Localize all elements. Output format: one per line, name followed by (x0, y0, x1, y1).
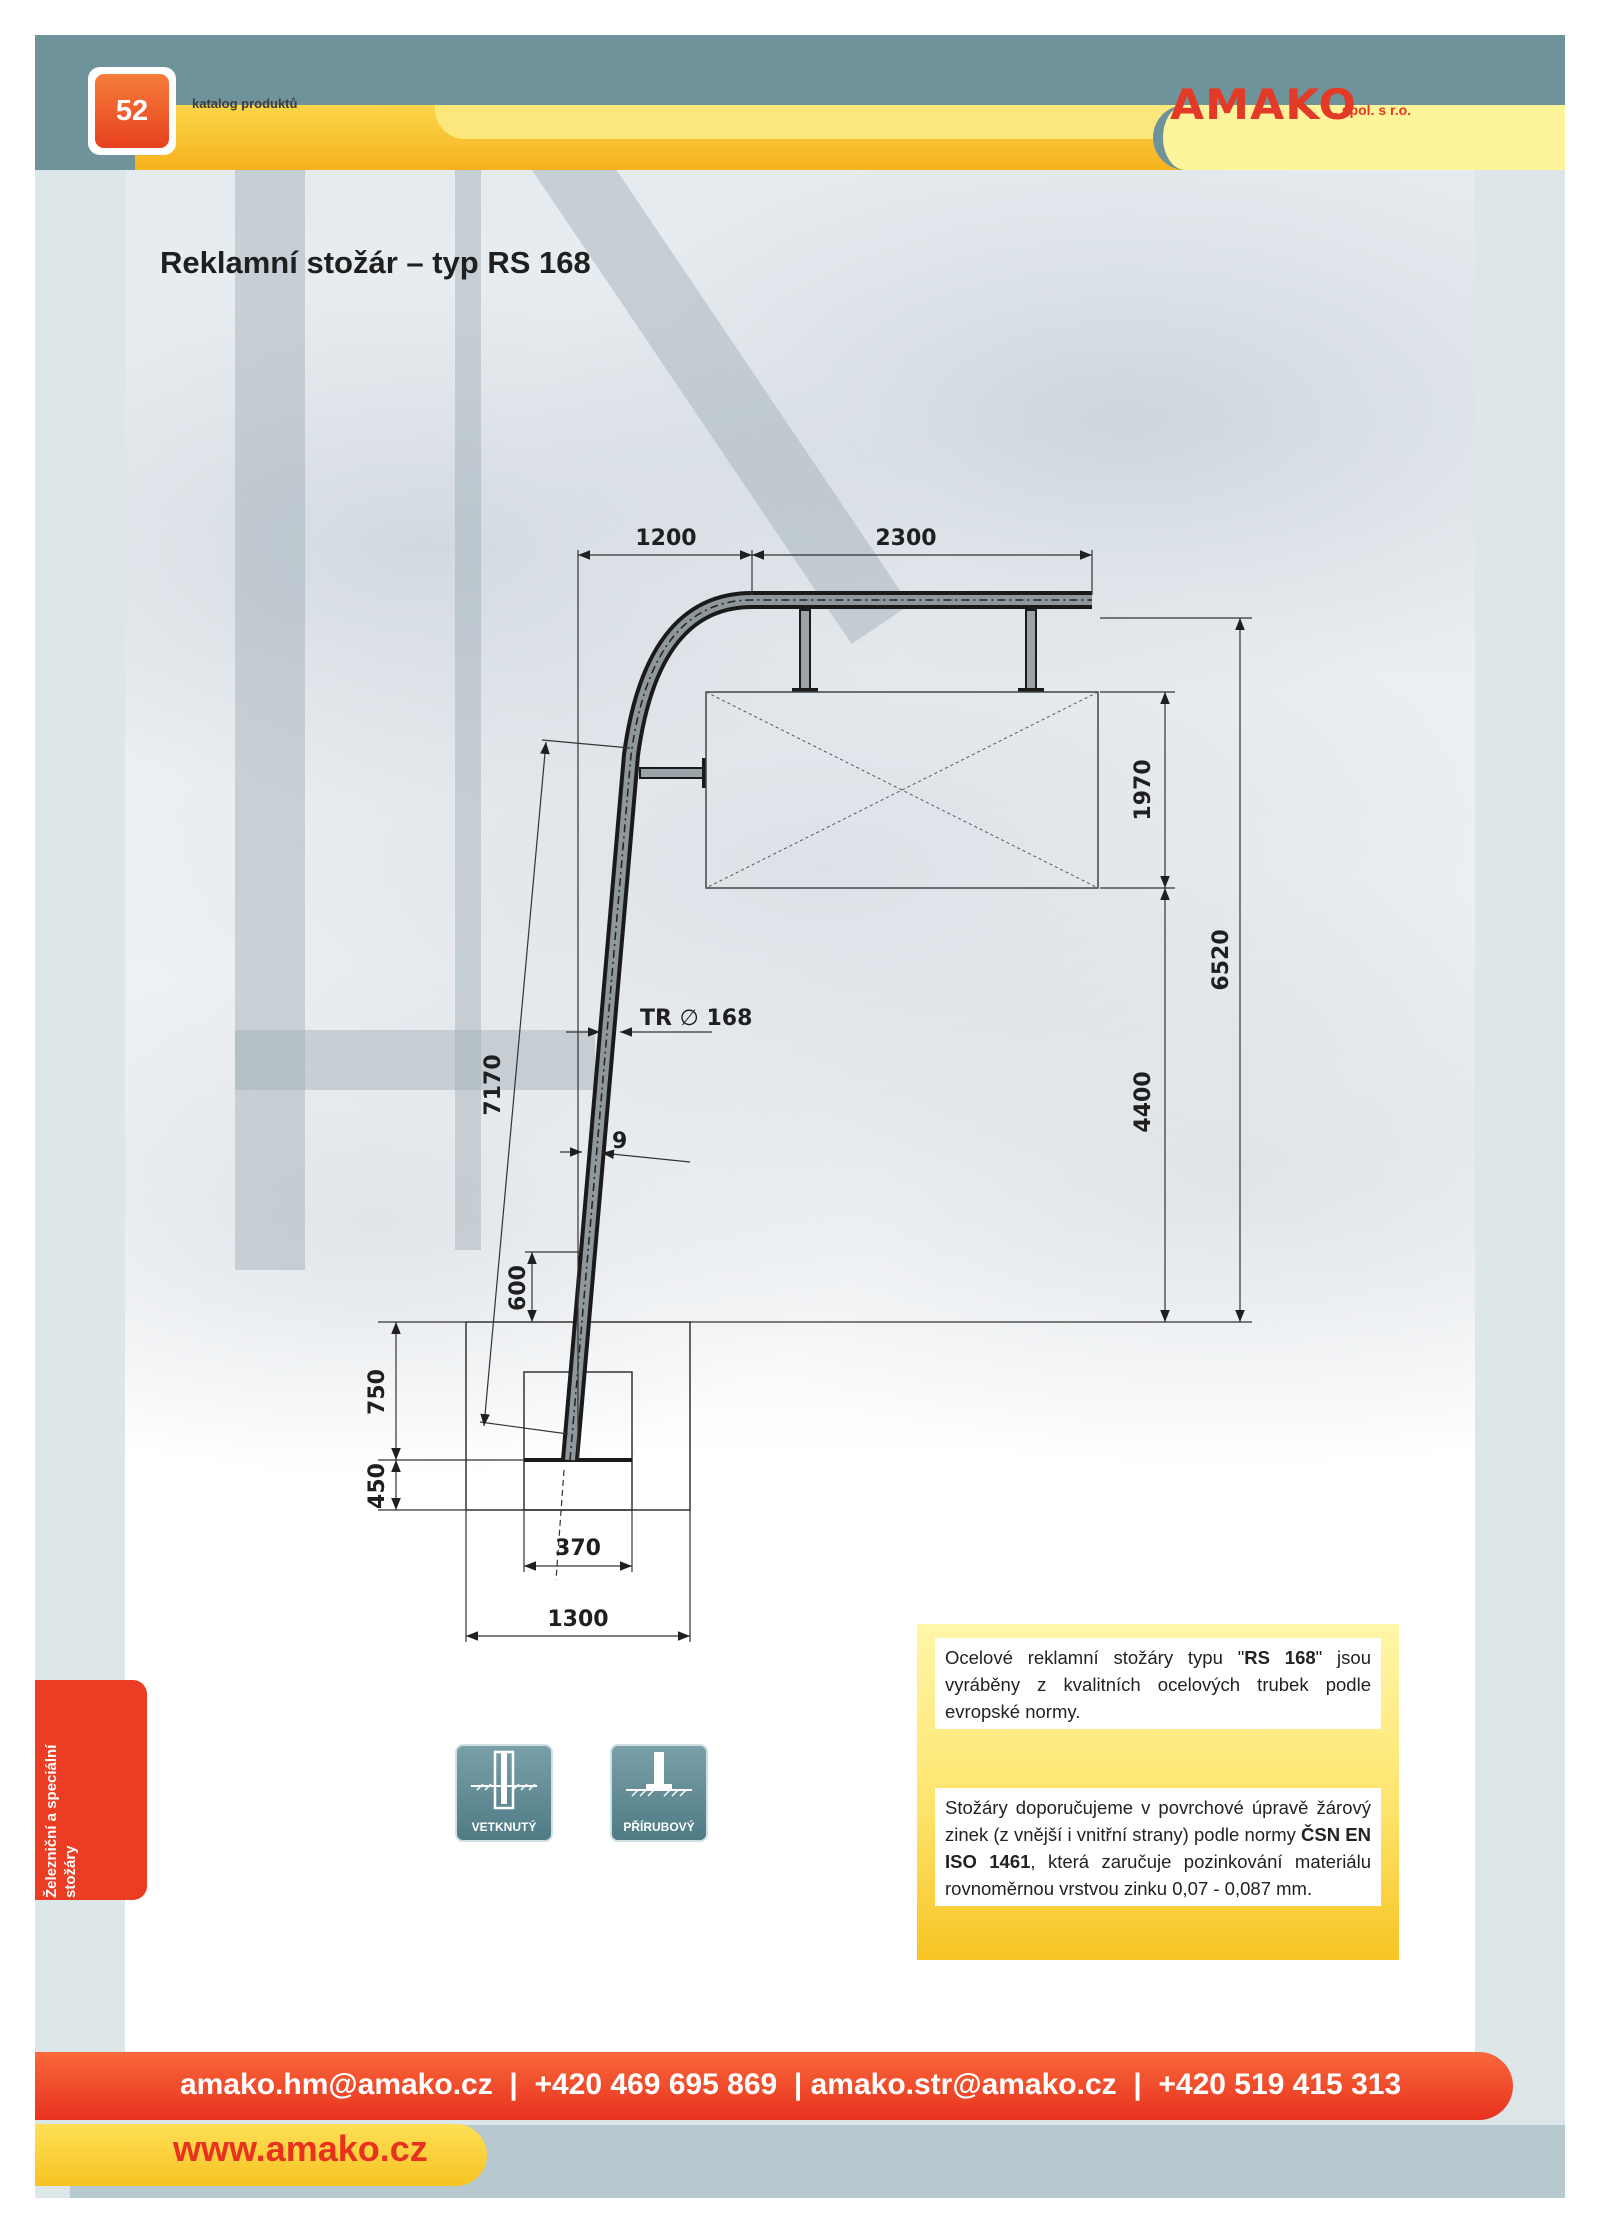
dim-label-1970: 1970 (1131, 759, 1156, 820)
website-bar (35, 2124, 487, 2186)
dim-label-wall: 9 (612, 1129, 627, 1154)
page-title: Reklamní stožár – typ RS 168 (160, 245, 591, 280)
info-paragraph-1: Ocelové reklamní stožáry typu "RS 168" j… (935, 1638, 1381, 1729)
info-paragraph-2: Stožáry doporučujeme v povrchové úpravě … (935, 1788, 1381, 1906)
page-frame (35, 35, 1565, 2198)
side-category-tab[interactable] (35, 1680, 147, 1900)
dim-label-tube: TR ∅ 168 (640, 1006, 752, 1031)
side-bracket (639, 767, 705, 779)
extension-line (541, 739, 631, 749)
dim-label-750: 750 (365, 1369, 390, 1415)
mount-embedded-icon: VETKNUTÝ (455, 1744, 553, 1842)
flange-pole-icon (626, 1752, 692, 1797)
pole (555, 591, 1092, 1581)
dim-label-450: 450 (365, 1463, 390, 1509)
hanger-left (799, 609, 811, 691)
dim-label-600: 600 (506, 1265, 531, 1311)
hanger-right (1025, 609, 1037, 691)
logo-cap (1153, 105, 1565, 170)
dim-label-1300: 1300 (547, 1607, 608, 1632)
footer-contact-bar (35, 2052, 1513, 2120)
dim-label-2300: 2300 (875, 526, 936, 551)
dim-label-1200: 1200 (635, 526, 696, 551)
page-number: 52 (95, 74, 169, 148)
dim-label-4400: 4400 (1131, 1071, 1156, 1132)
info-box: Ocelové reklamní stožáry typu "RS 168" j… (917, 1624, 1399, 1960)
side-category-label: Železniční a speciální stožáry (43, 1744, 79, 1898)
embedded-pole-icon (471, 1750, 537, 1810)
dimension-lines (378, 550, 1252, 1642)
axis-extension (555, 1469, 565, 1581)
dim-label-6520: 6520 (1209, 929, 1234, 990)
mount-embedded-label: VETKNUTÝ (471, 1820, 537, 1834)
dim-7170 (480, 741, 550, 1427)
footer-contacts: amako.hm@amako.cz | +420 469 695 869 | a… (180, 2068, 1402, 2101)
sign-diagonal (705, 691, 1099, 889)
dim-wall-right (601, 1149, 691, 1163)
sign-outline (705, 691, 1099, 889)
dimension-labels: 1200 2300 1970 6520 4400 7170 TR ∅ 168 9… (365, 526, 1234, 1632)
section-label: katalog produktů (192, 96, 298, 111)
background-pole (235, 170, 305, 1270)
pole-centerline (569, 599, 1092, 1461)
sign-mounts (639, 609, 1044, 788)
dim-label-7170: 7170 (481, 1054, 506, 1115)
dim-label-370: 370 (555, 1536, 601, 1561)
sign-diagonal (705, 691, 1099, 889)
website-link[interactable]: www.amako.cz (173, 2128, 428, 2169)
company-logo-suffix: , spol. s r.o. (1334, 102, 1412, 118)
sign-board (705, 691, 1099, 889)
background-pole (455, 170, 481, 1250)
mount-flange-label: PŘÍRUBOVÝ (623, 1820, 695, 1834)
company-logo: AMAKO (1170, 80, 1358, 129)
mount-flange-icon: PŘÍRUBOVÝ (610, 1744, 708, 1842)
